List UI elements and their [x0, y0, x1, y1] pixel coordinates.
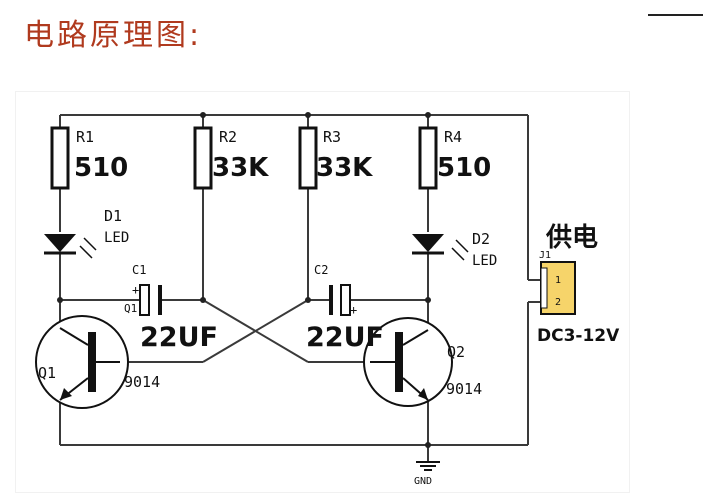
transistor-q1-emitter-arrow	[60, 388, 72, 400]
q2-label: Q2	[447, 343, 465, 361]
power-label: 供电	[545, 223, 598, 253]
transistor-q2-collector	[402, 329, 429, 346]
r3-label: R3	[323, 128, 341, 146]
c2-value: 22UF	[306, 322, 384, 353]
page-title: 电路原理图:	[24, 18, 203, 53]
resistor-r3	[298, 126, 318, 190]
d2-label: D2	[472, 230, 490, 248]
r2-label: R2	[219, 128, 237, 146]
gnd-label: GND	[414, 476, 432, 487]
junction-r2-top	[200, 112, 206, 118]
junction-dots	[57, 112, 431, 448]
c1-value: 22UF	[140, 322, 218, 353]
connector-j1-pin-strip	[540, 267, 548, 309]
transistor-q2	[363, 317, 453, 407]
connector-j1	[540, 261, 576, 315]
j1-pin2: 2	[555, 297, 561, 308]
voltage-label: DC3-12V	[537, 326, 620, 346]
capacitor-c1-plate-positive	[139, 284, 150, 316]
r2-value: 33K	[212, 153, 269, 183]
q1-type: 9014	[124, 373, 160, 391]
led-d2	[412, 234, 469, 261]
transistor-q1-collector	[59, 327, 89, 346]
d1-type: LED	[104, 230, 129, 246]
transistor-q1-body	[35, 315, 129, 409]
c2-plus: +	[350, 303, 357, 317]
r1-label: R1	[76, 128, 94, 146]
q1-label: Q1	[38, 364, 56, 382]
junction-ground	[425, 442, 431, 448]
resistor-r2	[193, 126, 213, 190]
led-d1-ray-1	[79, 245, 93, 259]
transistor-q1-base-bar	[88, 332, 96, 392]
led-d1-ray-2	[83, 237, 97, 251]
q1-small-label: Q1	[124, 302, 137, 315]
c1-plus: +	[132, 283, 139, 297]
led-d2-triangle	[412, 234, 444, 252]
led-d2-ray-1	[451, 247, 465, 261]
capacitor-c1	[139, 284, 162, 316]
junction-r2-bottom	[200, 297, 206, 303]
junction-q2-collector	[425, 297, 431, 303]
transistor-q2-emitter-arrow	[418, 388, 428, 400]
r1-value: 510	[74, 153, 128, 183]
resistor-r4	[418, 126, 438, 190]
transistor-q2-base-bar	[395, 332, 403, 392]
led-d1	[44, 234, 97, 259]
q2-type: 9014	[446, 380, 482, 398]
j1-label: J1	[539, 250, 551, 261]
ground-symbol	[416, 461, 440, 471]
junction-r4-top	[425, 112, 431, 118]
junction-r3-bottom	[305, 297, 311, 303]
j1-pin1: 1	[555, 275, 561, 286]
d2-type: LED	[472, 253, 497, 269]
resistor-r1	[50, 126, 70, 190]
c1-label: C1	[132, 263, 146, 277]
schematic-panel	[16, 92, 629, 492]
d1-label: D1	[104, 207, 122, 225]
junction-r3-top	[305, 112, 311, 118]
c2-label: C2	[314, 263, 328, 277]
junction-q1-collector	[57, 297, 63, 303]
top-divider	[648, 14, 703, 16]
led-d1-triangle	[44, 234, 76, 252]
led-d2-ray-2	[455, 239, 469, 253]
capacitor-c2-plate-positive	[340, 284, 351, 316]
r3-value: 33K	[316, 153, 373, 183]
transistor-q2-body	[363, 317, 453, 407]
capacitor-c2	[329, 284, 351, 316]
r4-label: R4	[444, 128, 462, 146]
transistor-q1	[35, 315, 129, 409]
r4-value: 510	[437, 153, 491, 183]
cross-wire-r3-to-q1	[202, 299, 309, 363]
